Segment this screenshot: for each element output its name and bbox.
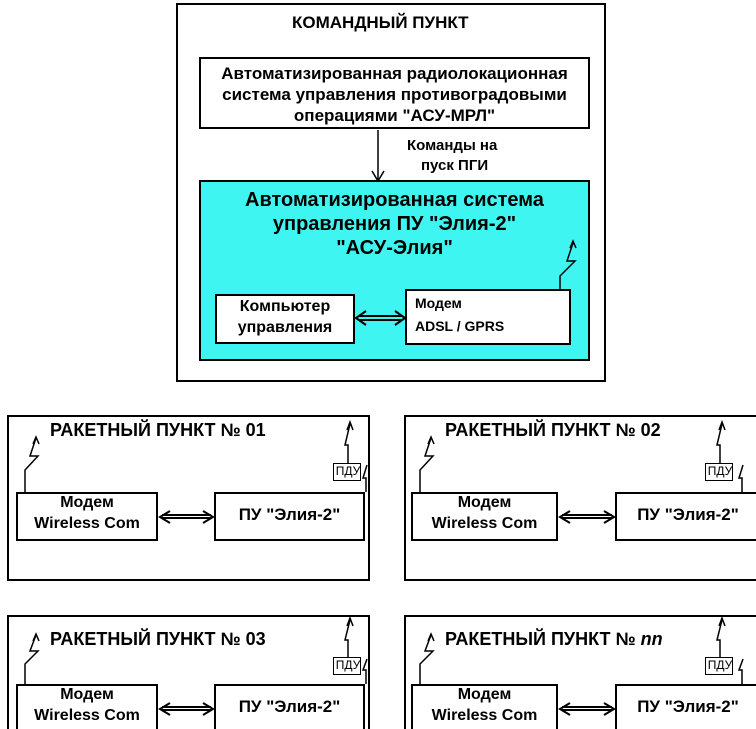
wireless-modem-box-nn	[411, 684, 558, 729]
rocket-post-01-title: РАКЕТНЫЙ ПУНКТ № 01	[50, 420, 266, 440]
radar-system-line-3: операциями "АСУ-МРЛ"	[293, 106, 496, 125]
wireless-modem-box-01	[16, 492, 158, 541]
rocket-post-nn-box	[404, 615, 756, 729]
computer-box	[215, 294, 355, 344]
pdu-box-02	[705, 463, 733, 481]
pdu-label-02: ПДУ	[707, 464, 733, 478]
rocket-post-03-title: РАКЕТНЫЙ ПУНКТ № 03	[50, 629, 266, 649]
radar-system-line-1: Автоматизированная радиолокационная	[221, 64, 568, 83]
wireless-modem-nn-label-1: Модем	[457, 686, 512, 703]
rocket-post-03-box	[7, 615, 370, 729]
launcher-box-nn	[615, 684, 756, 729]
pdu-label-03: ПДУ	[335, 658, 361, 672]
computer-label-2: управления	[237, 319, 333, 336]
adsl-modem-label-1: Модем	[415, 295, 462, 311]
launcher-nn-label: ПУ "Элия-2"	[637, 697, 739, 716]
adsl-modem-box	[405, 289, 571, 345]
control-system-title-1: Автоматизированная система	[245, 189, 544, 211]
rocket-post-01-box	[7, 415, 370, 581]
launcher-box-02	[615, 492, 756, 541]
commands-label-line-2: пуск ПГИ	[421, 157, 489, 174]
control-system-title-2: управления ПУ "Элия-2"	[272, 213, 517, 235]
rocket-post-nn-title: РАКЕТНЫЙ ПУНКТ № nn	[445, 629, 663, 649]
wireless-modem-01-label-2: Wireless Com	[34, 515, 140, 532]
wireless-modem-box-03	[16, 684, 158, 729]
wireless-modem-01-label-1: Модем	[60, 494, 114, 511]
pdu-label-01: ПДУ	[335, 464, 361, 478]
pdu-box-nn	[705, 657, 733, 675]
control-system-title-3: "АСУ-Элия"	[336, 237, 453, 259]
wireless-modem-nn-label-2: Wireless Com	[431, 707, 538, 724]
rocket-post-02-box	[404, 415, 756, 581]
wireless-modem-02-label-1: Модем	[457, 494, 512, 511]
computer-label-1: Компьютер	[239, 298, 331, 315]
rocket-post-02-title: РАКЕТНЫЙ ПУНКТ № 02	[445, 420, 661, 440]
launcher-box-03	[214, 684, 365, 729]
launcher-02-label: ПУ "Элия-2"	[637, 505, 739, 524]
wireless-modem-03-label-2: Wireless Com	[34, 707, 140, 724]
pdu-box-01	[333, 463, 361, 481]
commands-label-line-1: Команды на	[407, 137, 498, 154]
wireless-modem-02-label-2: Wireless Com	[431, 515, 538, 532]
radar-system-line-2: система управления противоградовыми	[222, 85, 567, 104]
pdu-box-03	[333, 657, 361, 675]
wireless-modem-03-label-1: Модем	[60, 686, 114, 703]
wireless-modem-box-02	[411, 492, 558, 541]
launcher-box-01	[214, 492, 365, 541]
pdu-label-nn: ПДУ	[707, 658, 733, 672]
launcher-01-label: ПУ "Элия-2"	[238, 505, 341, 524]
command-post-title: КОМАНДНЫЙ ПУНКТ	[292, 13, 469, 32]
launcher-03-label: ПУ "Элия-2"	[238, 697, 341, 716]
adsl-modem-label-2: ADSL / GPRS	[415, 318, 505, 334]
command-post-box	[176, 3, 606, 382]
radar-system-box	[199, 57, 590, 129]
